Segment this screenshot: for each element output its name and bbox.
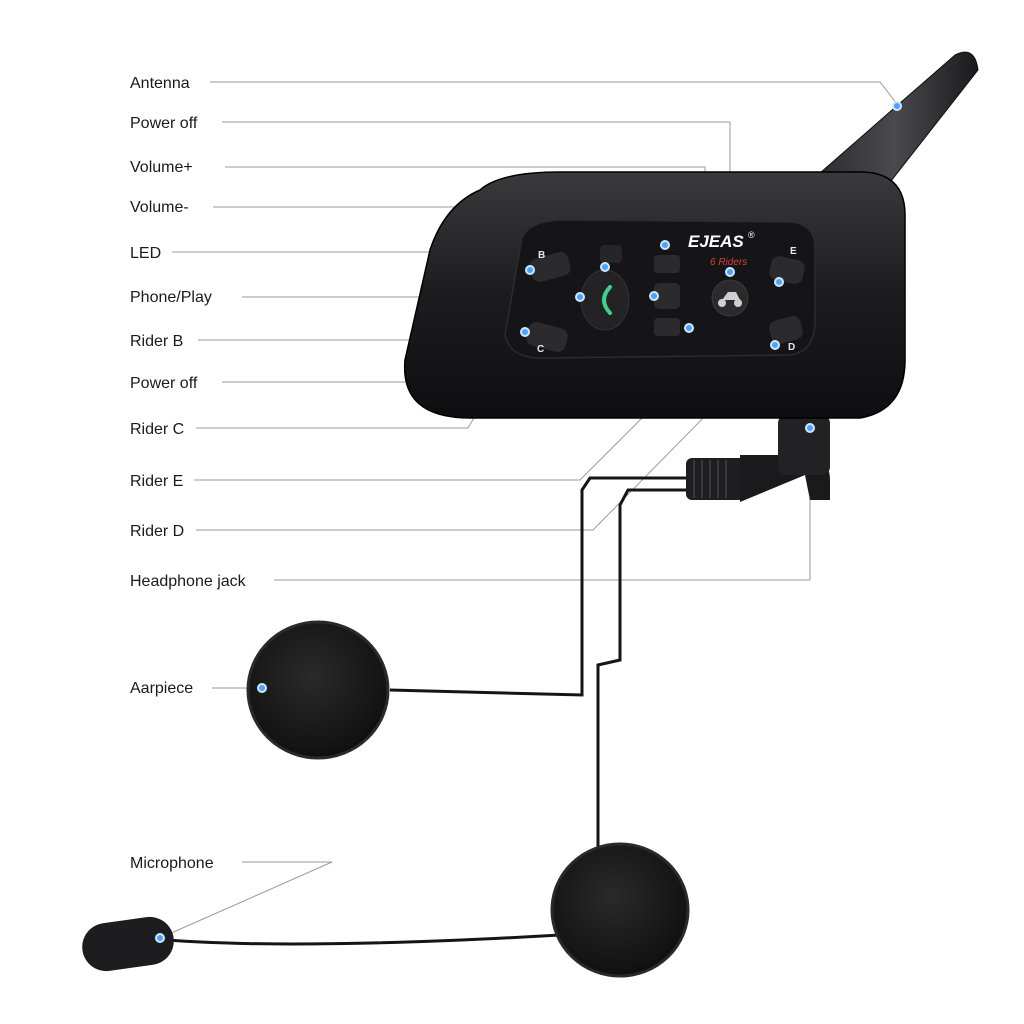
dot-headphone-jack — [805, 423, 815, 433]
label-microphone: Microphone — [130, 855, 214, 872]
antenna — [810, 51, 979, 196]
leader-antenna — [210, 81, 898, 105]
dot-rider-c — [520, 327, 530, 337]
label-phone-play: Phone/Play — [130, 289, 212, 306]
brand-area: EJEAS ® 6 Riders — [688, 230, 755, 268]
cables — [167, 476, 690, 946]
dot-microphone — [155, 933, 165, 943]
earpiece-left — [246, 620, 390, 760]
rider-e-button — [769, 256, 805, 284]
label-rider-d: Rider D — [130, 523, 184, 540]
dot-power-off-top — [725, 267, 735, 277]
label-rider-c: Rider C — [130, 421, 184, 438]
label-led: LED — [130, 245, 161, 262]
dot-phone-play — [575, 292, 585, 302]
rider-d-button — [769, 316, 803, 344]
rider-c-button — [526, 322, 568, 352]
rider-c-letter: C — [537, 344, 544, 355]
dot-power-off-bottom — [649, 291, 659, 301]
leader-microphone — [159, 861, 333, 939]
label-rider-e: Rider E — [130, 473, 183, 490]
microphone-boom — [82, 916, 174, 972]
dot-led — [600, 262, 610, 272]
callout-dots — [155, 101, 902, 943]
volume-plus-button — [654, 283, 680, 309]
callout-labels: Antenna Power off Volume+ Volume- LED Ph… — [130, 75, 247, 872]
dot-rider-e — [774, 277, 784, 287]
label-earpiece: Aarpiece — [130, 680, 193, 697]
label-volume-plus: Volume+ — [130, 159, 193, 176]
label-rider-b: Rider B — [130, 333, 183, 350]
dot-antenna — [892, 101, 902, 111]
rider-b-letter: B — [538, 250, 545, 261]
label-power-off-bottom: Power off — [130, 375, 198, 392]
rider-d-letter: D — [788, 342, 795, 353]
label-headphone-jack: Headphone jack — [130, 573, 247, 590]
volume-minus-button — [654, 255, 680, 273]
headphone-jack — [686, 415, 830, 502]
rider-e-letter: E — [790, 246, 797, 257]
brand-logo: EJEAS — [688, 232, 744, 251]
earpiece-right — [550, 842, 690, 978]
motorbike-icon — [718, 292, 742, 307]
led-window — [600, 245, 622, 263]
label-volume-minus: Volume- — [130, 199, 189, 216]
control-buttons: B C D E — [526, 245, 805, 355]
dot-rider-d — [770, 340, 780, 350]
dot-rider-b — [525, 265, 535, 275]
label-antenna: Antenna — [130, 75, 190, 92]
dot-earpiece — [257, 683, 267, 693]
dot-volume-plus — [684, 323, 694, 333]
power-button — [654, 318, 680, 336]
dot-volume-minus — [660, 240, 670, 250]
rider-b-button — [529, 252, 571, 282]
model-tag: 6 Riders — [710, 257, 747, 268]
phone-icon — [602, 285, 612, 315]
registered-mark: ® — [748, 230, 755, 240]
label-power-off-top: Power off — [130, 115, 198, 132]
leader-headphone-jack — [274, 430, 811, 581]
